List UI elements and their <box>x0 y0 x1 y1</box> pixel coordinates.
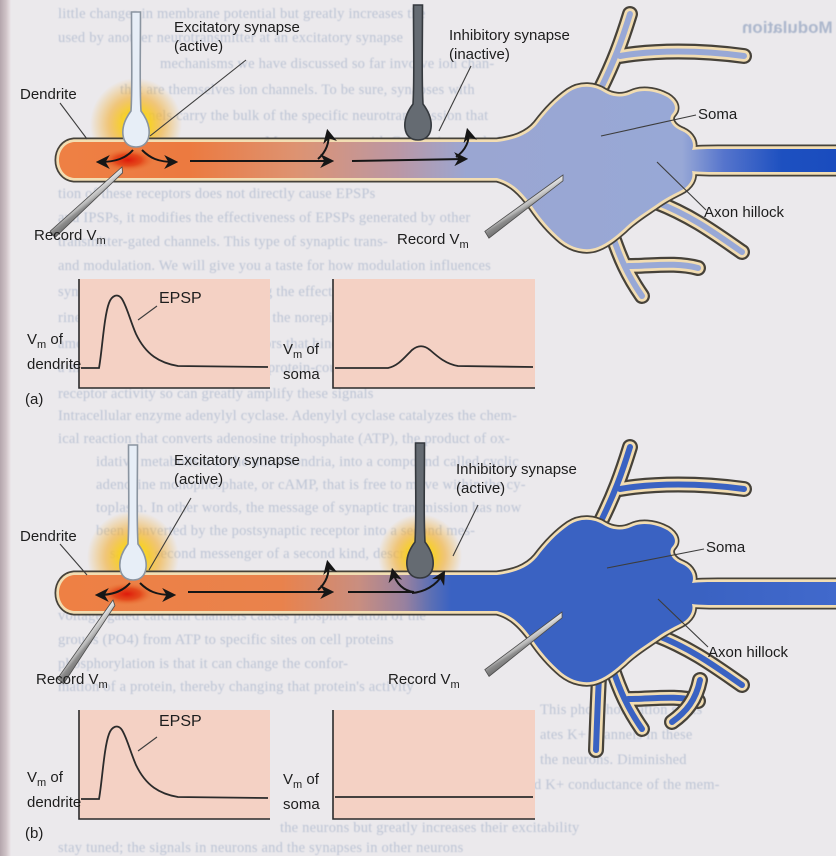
depolarization-hotspot-a <box>101 148 155 172</box>
bleed-line: This phosphorylation shuts <box>540 702 703 718</box>
label-soma-a: Soma <box>698 106 738 123</box>
graphs-b <box>78 710 535 820</box>
depolarization-hotspot-b <box>100 582 154 606</box>
panel-a-diagram <box>44 4 836 389</box>
bleed-line: and modulation. We will give you a taste… <box>58 258 491 274</box>
epsp-trace-soma-a <box>335 345 534 369</box>
bleed-line: toplasm. In other words, the message of … <box>96 500 522 516</box>
bleed-line: tion of these receptors does not directl… <box>58 186 376 202</box>
bleed-line: used by another neurotransmitter at an e… <box>58 30 404 46</box>
current-arrows-a <box>95 127 478 169</box>
label-dendrite-a: Dendrite <box>20 86 77 103</box>
bleed-line: receptor activity so can greatly amplify… <box>58 386 374 402</box>
label-record-vm-b-soma: Record Vm <box>388 671 460 691</box>
bleed-line: transmitter-gated channels. This type of… <box>58 234 388 250</box>
label-axon-hillock-b: Axon hillock <box>708 644 789 661</box>
bleed-line: ates K+ channels in these <box>540 727 693 743</box>
bleed-line: that are themselves ion channels. To be … <box>120 82 475 98</box>
label-inhibitory-synapse-b: Inhibitory synapse(active) <box>456 461 577 497</box>
bleed-line: ical reaction that converts adenosine tr… <box>58 431 511 447</box>
bleed-line: phosphorylation is that it can change th… <box>58 656 349 672</box>
bleed-line: and IPSPs, it modifies the effectiveness… <box>58 210 471 226</box>
bleed-line: idative metabolism in the mitochondria, … <box>96 454 519 470</box>
graphs-a <box>78 279 535 389</box>
label-record-vm-b-dendrite: Record Vm <box>36 671 108 691</box>
bleed-line: been converted by the postsynaptic recep… <box>96 523 476 539</box>
epsp-trace-dendrite-a <box>81 294 269 369</box>
label-record-vm-a-dendrite: Record Vm <box>34 227 106 247</box>
panel-b-diagram <box>50 442 836 820</box>
panel-a-tag: (a) <box>25 391 44 408</box>
graph-ylabel-soma-a: Vm of soma <box>283 341 320 383</box>
bleed-line: mation of a protein, thereby changing th… <box>58 679 414 695</box>
bleed-line: little changes in membrane potential but… <box>58 6 426 22</box>
bleed-line: stay tuned; the signals in neurons and t… <box>58 840 464 856</box>
label-soma-b: Soma <box>706 539 746 556</box>
label-inhibitory-synapse-a: Inhibitory synapse(inactive) <box>449 27 570 63</box>
bleed-line: groups (PO4) from ATP to specific sites … <box>58 632 394 648</box>
graph-ylabel-dendrite-b: Vm of dendrite <box>27 769 82 811</box>
label-dendrite-b: Dendrite <box>20 528 77 545</box>
soma-extra-branches-b <box>588 652 708 758</box>
label-excitatory-synapse-b: Excitatory synapse(active) <box>174 452 300 488</box>
bleed-line: inward K+ conductance of the mem- <box>500 777 720 793</box>
current-arrows-b <box>94 559 446 602</box>
bleed-line: channels carry the bulk of the specific … <box>120 108 489 124</box>
graph-ylabel-soma-b: Vm of soma <box>283 771 320 813</box>
label-axon-hillock-a: Axon hillock <box>704 204 785 221</box>
inhibitory-synapse-terminal-a <box>404 4 432 141</box>
bleed-line: Intracellular enzyme adenylyl cyclase. A… <box>58 408 518 424</box>
label-excitatory-synapse-a: Excitatory synapse(active) <box>174 19 300 55</box>
bleed-line: sage, a second messenger of a second kin… <box>110 546 431 562</box>
page-gutter-shadow <box>0 0 11 856</box>
bleed-line: the neurons but greatly increases their … <box>280 820 580 836</box>
epsp-trace-dendrite-b <box>81 725 269 800</box>
panel-b-tag: (b) <box>25 825 44 842</box>
label-epsp-a: EPSP <box>159 290 202 307</box>
leader-lines-b <box>59 497 709 648</box>
graph-ylabel-dendrite-a: Vm of dendrite <box>27 331 82 373</box>
label-epsp-b: EPSP <box>159 713 202 730</box>
leader-lines-a <box>59 59 707 211</box>
bleed-line: mechanisms we have discussed so far invo… <box>160 56 495 72</box>
inhibitory-synapse-terminal-b <box>406 442 434 579</box>
label-record-vm-a-soma: Record Vm <box>397 231 469 251</box>
bleed-line: the neurons. Diminished <box>540 752 687 768</box>
